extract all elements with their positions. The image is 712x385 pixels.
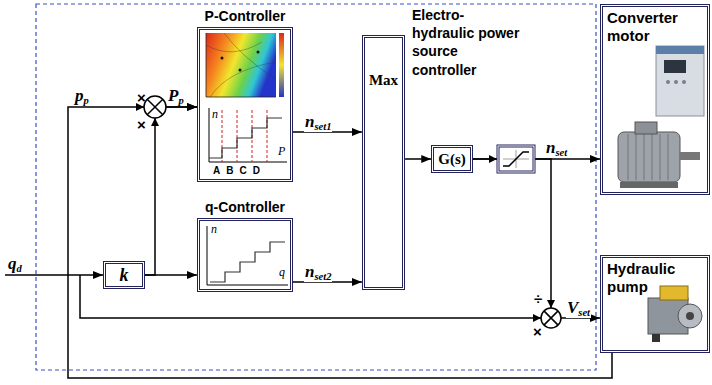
inverter-screen (664, 60, 686, 73)
saturation-axes (503, 150, 529, 168)
junction-cross (544, 311, 558, 325)
signal-connector (405, 158, 431, 160)
step-axes (207, 226, 288, 285)
inverter-band (656, 46, 704, 54)
pump-valve (660, 286, 688, 300)
signal-name: Vset (566, 298, 591, 318)
region-divider (222, 110, 267, 162)
axis-label: q (279, 265, 285, 280)
axis-label: n (211, 222, 217, 237)
multiplier-junction (541, 308, 561, 328)
pump-fitting (652, 334, 660, 342)
signal-name: pp (74, 86, 90, 106)
gain-block: k (103, 261, 145, 289)
signal-name: nset2 (304, 262, 332, 282)
node-text: Hydraulic pump (603, 258, 707, 298)
axis-label: n (212, 107, 218, 122)
node-text: G(s) (438, 151, 466, 168)
input-wire (5, 274, 103, 276)
map-point (221, 57, 224, 60)
signal-name: qd (8, 254, 22, 274)
map-point (239, 69, 242, 72)
step-curve (210, 242, 285, 282)
pump-block: Hydraulic pump (600, 255, 710, 353)
terminal-box (635, 122, 657, 134)
node-text: k (120, 265, 129, 286)
inverter-body (656, 46, 704, 116)
connector-layer (68, 107, 612, 378)
operator-sign: × (533, 323, 542, 340)
node-text: Max (365, 72, 402, 89)
arrowhead (151, 118, 159, 126)
axis-label: P (278, 144, 285, 159)
transfer-block: G(s) (431, 145, 473, 173)
signal-name: nset1 (304, 112, 332, 132)
step-axes (209, 108, 287, 162)
signal-name: Pp (168, 86, 184, 106)
signal-connector (473, 159, 600, 318)
saturation-block (499, 147, 533, 171)
signal-connector (145, 107, 197, 275)
arrowhead (533, 314, 541, 322)
operator-sign: × (137, 116, 146, 133)
node-text: P-Controller (205, 8, 286, 24)
region-label: ABCD (213, 165, 266, 176)
pump-shaft (686, 312, 694, 320)
node-text: q-Controller (205, 199, 285, 215)
controller-boundary (36, 4, 596, 370)
arrowhead (489, 155, 497, 163)
inverter-key (682, 80, 686, 84)
multiplier-junction (144, 96, 166, 118)
motor-body (618, 132, 680, 182)
group-heading: Electro- hydraulic power source controll… (412, 6, 520, 79)
signal-name: nset (545, 138, 568, 158)
inverter-key (674, 80, 678, 84)
contour-lines (206, 33, 276, 97)
motor-base (620, 182, 678, 188)
color-bar (279, 33, 284, 97)
map-axes (206, 33, 276, 97)
map-point (257, 51, 260, 54)
saturation-curve (503, 152, 529, 166)
step-curve (209, 118, 282, 158)
motor-block: Converter motor (600, 4, 710, 195)
arrowhead (547, 300, 555, 308)
pump-flange (678, 304, 702, 328)
operator-sign: × (137, 89, 146, 106)
motor-shaft (680, 152, 700, 160)
signal-connector (145, 274, 197, 276)
junction-cross (147, 99, 163, 115)
efficiency-map (206, 33, 276, 97)
saturation-block (497, 145, 535, 173)
controller-block: P-Controller (197, 27, 293, 182)
motor-fins (628, 134, 668, 180)
signal-connector (68, 107, 612, 378)
node-text: Converter motor (603, 7, 707, 47)
max-selector: Max (362, 35, 405, 290)
operator-sign: ÷ (534, 290, 542, 307)
inverter-key (666, 80, 670, 84)
